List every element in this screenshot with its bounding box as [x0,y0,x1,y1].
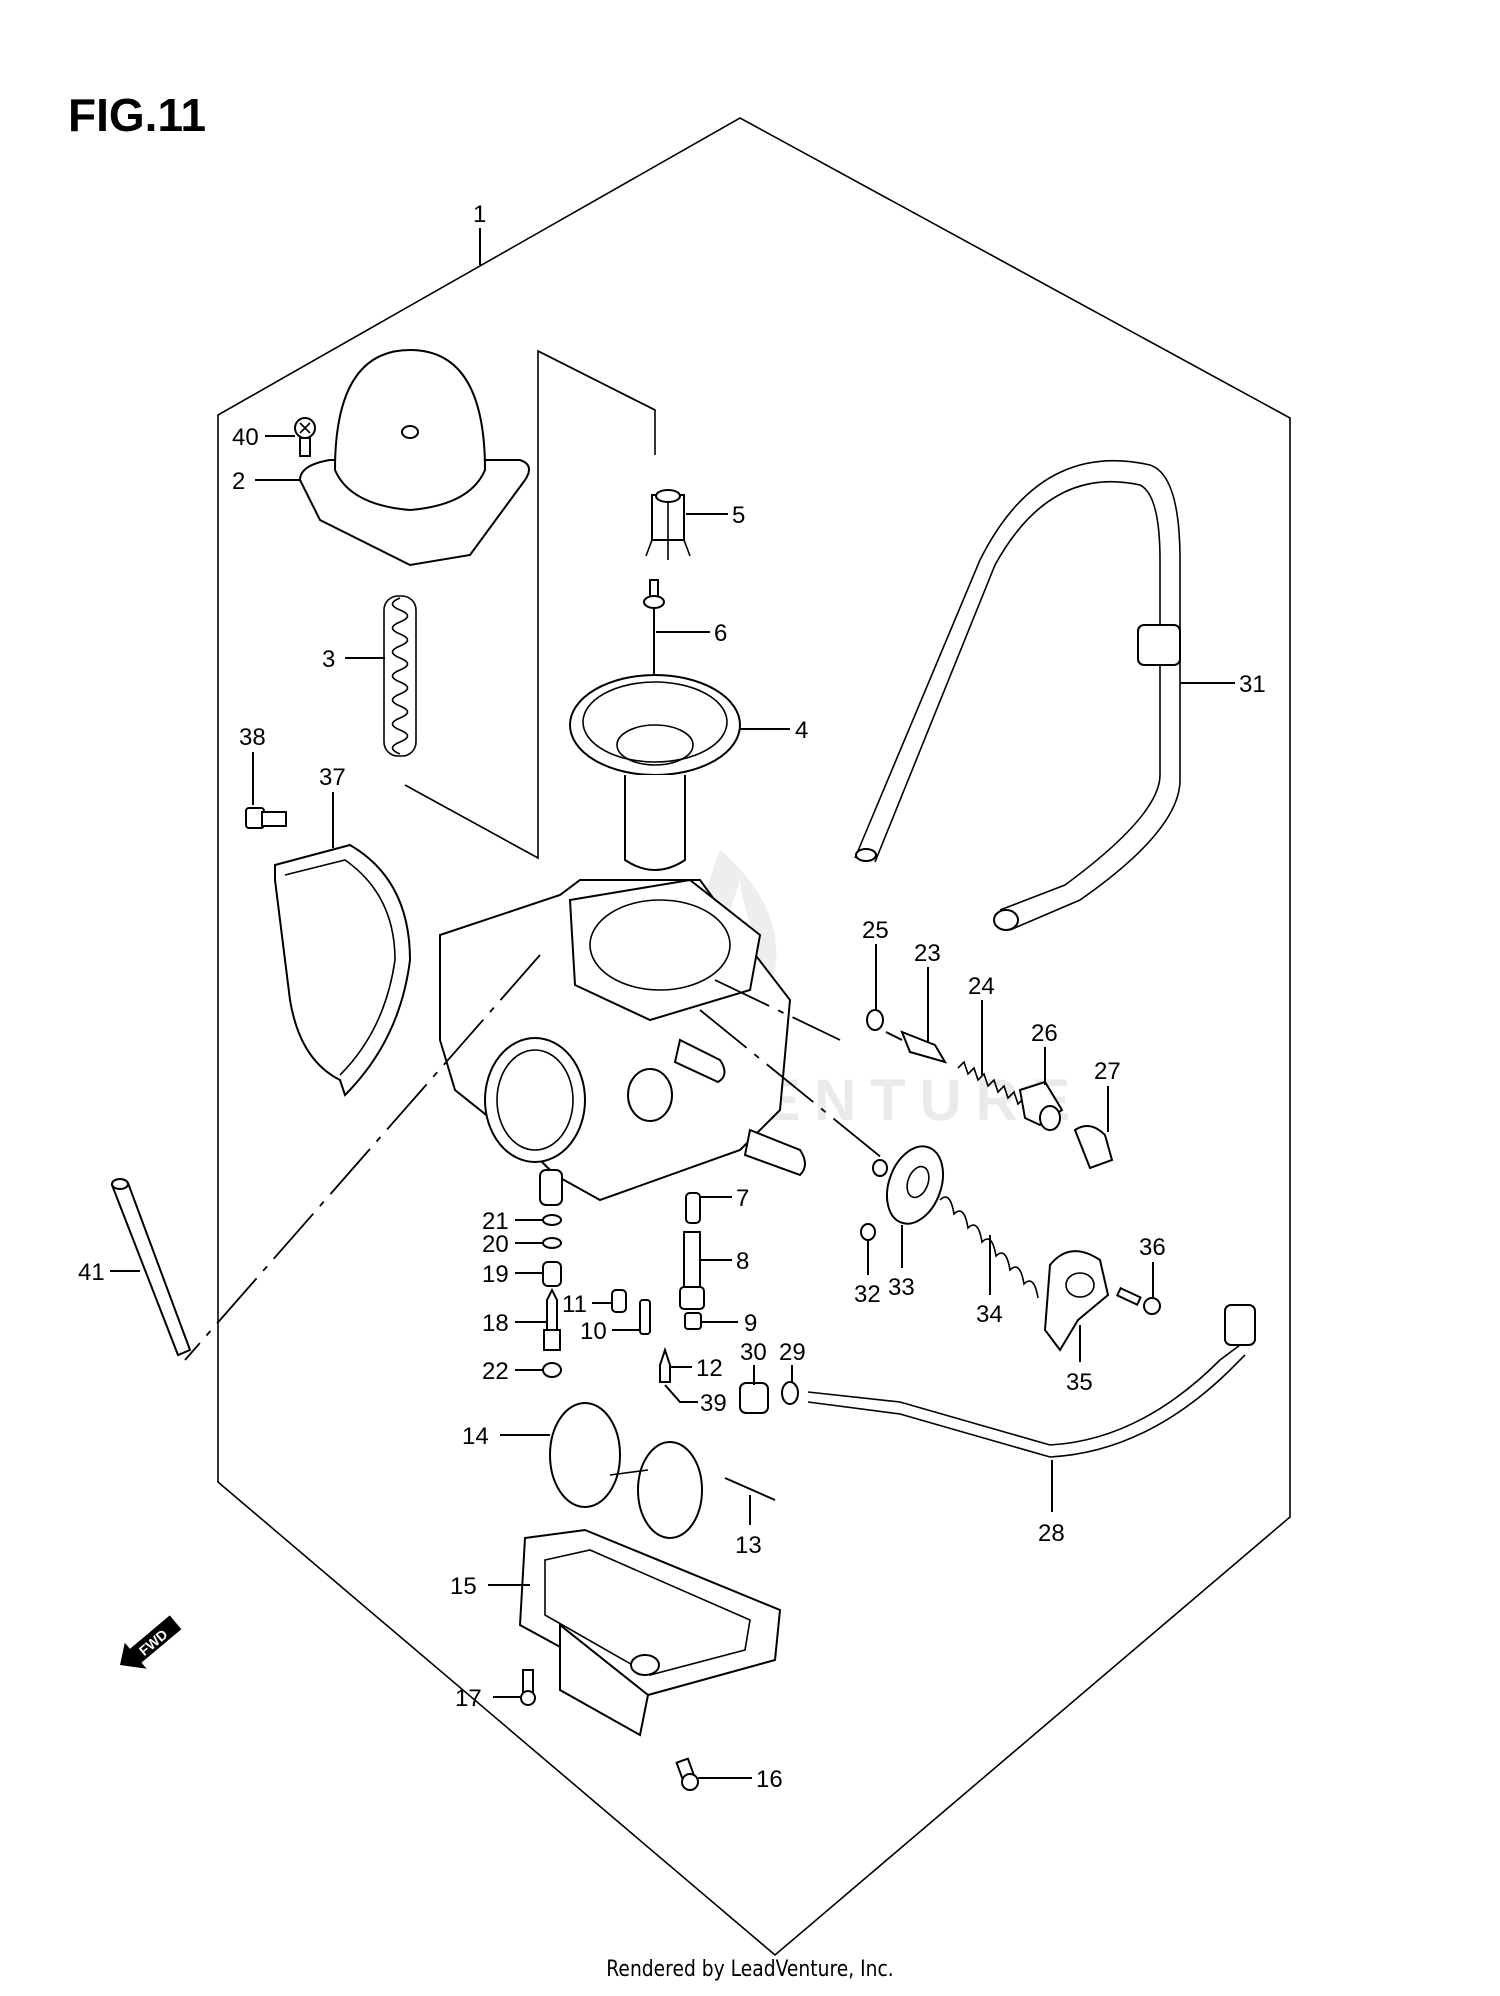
callout-30[interactable]: 30 [740,1339,767,1366]
part-37-cover[interactable] [274,843,412,1097]
fwd-direction-marker: FWD [120,1615,182,1669]
callout-28[interactable]: 28 [1038,1520,1065,1547]
part-32-nut[interactable] [860,1223,876,1241]
callout-12[interactable]: 12 [696,1355,723,1382]
leader-39 [664,1384,698,1403]
callout-27[interactable]: 27 [1094,1058,1121,1085]
part-9-main-jet[interactable] [684,1312,702,1330]
part-8-needle-jet[interactable] [679,1231,705,1310]
callout-leaders [110,228,1235,1779]
flame-logo-icon [701,850,777,1010]
callout-33[interactable]: 33 [888,1274,915,1301]
part-7-jet[interactable] [685,1192,701,1224]
part-5-needle-holder[interactable] [645,489,691,560]
part-35-cover[interactable] [1043,1250,1110,1352]
part-27-cap[interactable] [1073,1125,1114,1170]
callout-19[interactable]: 19 [482,1261,509,1288]
part-40-screw[interactable] [294,417,316,457]
part-4-diaphragm-valve[interactable] [569,674,741,871]
alignment-line [699,1009,883,1159]
callout-15[interactable]: 15 [450,1573,477,1600]
part-31-vent-hose[interactable] [854,459,1181,931]
part-14-float[interactable] [549,1402,703,1539]
part-1-carburetor-body[interactable] [439,878,806,1206]
part-20-washer[interactable] [542,1237,562,1249]
callout-4[interactable]: 4 [795,717,808,744]
callout-2[interactable]: 2 [232,468,245,495]
callout-32[interactable]: 32 [854,1281,881,1308]
callout-25[interactable]: 25 [862,917,889,944]
part-23-starter-plunger[interactable] [885,1030,948,1064]
part-26-starter-nut[interactable] [1018,1080,1064,1131]
part-28-throttle-cable[interactable] [807,1304,1256,1458]
part-25-o-ring[interactable] [866,1009,884,1031]
part-38-bolt[interactable] [245,807,287,829]
callout-38[interactable]: 38 [239,724,266,751]
callout-23[interactable]: 23 [914,940,941,967]
part-33-stud [872,1159,888,1177]
render-credit: Rendered by LeadVenture, Inc. [606,1957,894,1982]
callout-labels: 1 2 3 4 5 6 7 8 9 10 11 12 13 14 15 16 1… [78,201,1266,1793]
callout-6[interactable]: 6 [714,620,727,647]
callout-34[interactable]: 34 [976,1301,1003,1328]
callout-5[interactable]: 5 [732,502,745,529]
part-22-o-ring[interactable] [542,1362,562,1378]
callout-1[interactable]: 1 [473,201,486,228]
callout-3[interactable]: 3 [322,646,335,673]
callout-7[interactable]: 7 [736,1185,749,1212]
assembly-boundary [217,117,1291,1957]
callout-29[interactable]: 29 [779,1339,806,1366]
callout-16[interactable]: 16 [756,1766,783,1793]
callout-13[interactable]: 13 [735,1532,762,1559]
part-15-float-bowl[interactable] [518,1528,782,1737]
part-19-spring[interactable] [542,1261,562,1287]
part-16-drain-screw[interactable] [675,1757,699,1791]
callout-21[interactable]: 21 [482,1208,509,1235]
callout-9[interactable]: 9 [744,1310,757,1337]
subgroup-boundary-right [537,350,656,455]
alignment-line [714,979,841,1041]
callout-8[interactable]: 8 [736,1248,749,1275]
part-11-plug[interactable] [611,1289,627,1313]
callout-36[interactable]: 36 [1139,1234,1166,1261]
callout-14[interactable]: 14 [462,1423,489,1450]
part-29-washer[interactable] [781,1381,799,1405]
part-24-spring[interactable] [957,1060,1025,1106]
part-36-screw[interactable] [1115,1286,1161,1315]
part-2-top-cap[interactable] [298,348,530,567]
part-12-needle-valve[interactable] [659,1346,671,1383]
callout-11[interactable]: 11 [562,1291,587,1318]
figure-title: FIG.11 [68,89,207,141]
part-17-screw[interactable] [520,1669,536,1706]
callout-17[interactable]: 17 [455,1685,482,1712]
callout-26[interactable]: 26 [1031,1020,1058,1047]
part-10-pilot-jet[interactable] [639,1299,651,1335]
callout-31[interactable]: 31 [1239,671,1266,698]
part-41-hose[interactable] [110,1178,192,1357]
callout-37[interactable]: 37 [319,764,346,791]
part-21-o-ring[interactable] [542,1214,562,1226]
callout-40[interactable]: 40 [232,424,259,451]
callout-22[interactable]: 22 [482,1358,509,1385]
part-3-spring[interactable] [383,595,417,757]
part-33-diaphragm[interactable] [877,1139,953,1232]
callout-41[interactable]: 41 [78,1259,105,1286]
callout-20[interactable]: 20 [482,1231,509,1258]
callout-39[interactable]: 39 [700,1390,727,1417]
alignment-line [184,954,541,1361]
callout-24[interactable]: 24 [968,973,995,1000]
callout-18[interactable]: 18 [482,1310,509,1337]
callout-35[interactable]: 35 [1066,1369,1093,1396]
callout-10[interactable]: 10 [580,1318,607,1345]
part-13-float-pin[interactable] [724,1477,776,1501]
part-30-spring[interactable] [739,1382,769,1414]
part-18-pilot-screw[interactable] [543,1287,561,1351]
